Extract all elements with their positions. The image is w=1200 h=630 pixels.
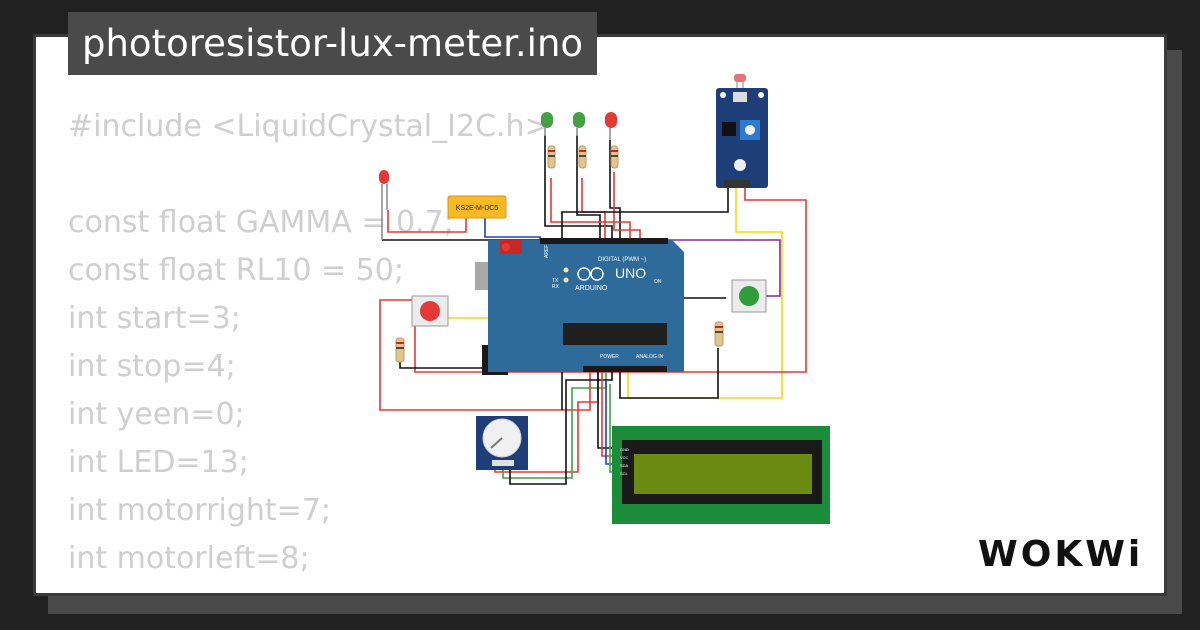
code-line: int LED=13;: [68, 445, 249, 480]
board-power: POWER: [600, 354, 619, 360]
atmega-chip: [563, 323, 667, 345]
board-uno: UNO: [615, 265, 646, 281]
board-on: ON: [654, 279, 662, 285]
resistor-5: [714, 321, 724, 347]
lcd-display: GND VCC SDA SCL: [612, 426, 830, 524]
code-line: int start=3;: [68, 301, 241, 336]
logo-text: WOKWi: [978, 534, 1143, 575]
led-red-right: [605, 112, 617, 140]
board-brand: ARDUINO: [575, 285, 608, 292]
code-line: int motorright=7;: [68, 493, 331, 528]
resistor-2: [578, 145, 587, 169]
resistor-1: [547, 145, 556, 169]
board-aref: AREF: [544, 245, 550, 258]
led-green-2: [573, 112, 585, 136]
code-line: int yeen=0;: [68, 397, 245, 432]
code-line: const float RL10 = 50;: [68, 253, 404, 288]
relay: KS2E-M-DC5: [447, 195, 507, 219]
potentiometer: [476, 416, 528, 470]
photoresistor-module: [716, 74, 768, 188]
relay-label: KS2E-M-DC5: [456, 205, 499, 212]
project-title: photoresistor-lux-meter.ino: [68, 12, 598, 75]
board-analog: ANALOG IN: [636, 354, 664, 360]
led-green-1: [541, 112, 553, 136]
code-line: int stop=4;: [68, 349, 236, 384]
arduino-uno: AREF DIGITAL (PWM ~) UNO ARDUINO TX RX O…: [475, 238, 684, 375]
code-line: #include <LiquidCrystal_I2C.h>: [68, 109, 550, 144]
code-line: int motorenable=6;: [68, 583, 550, 593]
board-digital: DIGITAL (PWM ~): [598, 257, 646, 263]
resistor-3: [610, 145, 619, 169]
code-preview: #include <LiquidCrystal_I2C.h> const flo…: [68, 103, 550, 593]
pushbutton-red: [411, 295, 449, 327]
wokwi-logo: WOKWi: [978, 534, 1143, 575]
resistor-4: [395, 337, 405, 363]
board-rx: RX: [552, 284, 560, 290]
board-tx: TX: [552, 278, 559, 284]
lcd-pin-sda: SDA: [620, 463, 629, 468]
lcd-pin-vcc: VCC: [620, 455, 629, 460]
led-red-left: [379, 170, 389, 240]
lcd-pin-scl: SCL: [620, 471, 629, 476]
lcd-pin-gnd: GND: [620, 447, 629, 452]
pushbutton-green: [731, 279, 767, 313]
code-line: int motorleft=8;: [68, 541, 310, 576]
